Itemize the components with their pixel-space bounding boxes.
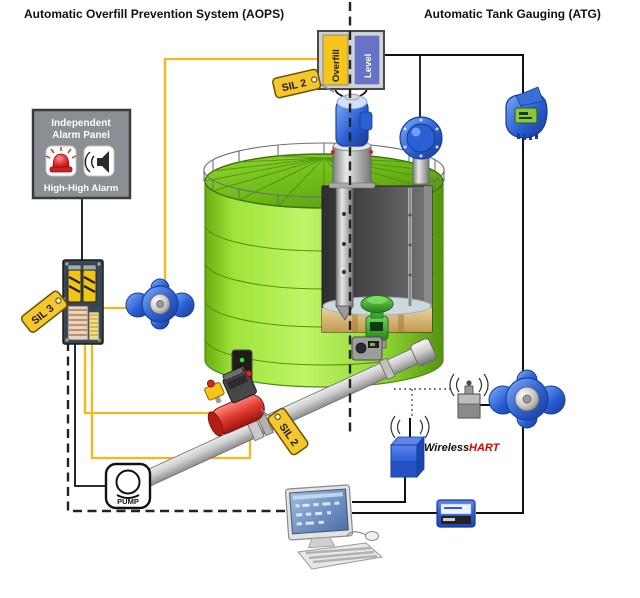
wireless-label-part: Wireless — [424, 442, 469, 454]
led-green — [239, 357, 245, 363]
wireless-adapter — [449, 373, 489, 419]
monitor-stand — [307, 536, 336, 549]
pump-label: PUMP — [117, 497, 139, 506]
pipe-bell-end — [410, 338, 437, 366]
workstation — [284, 484, 384, 570]
aops-title: Automatic Overfill Prevention System (AO… — [24, 7, 284, 21]
wire-solver-to-pump — [74, 342, 107, 487]
horn-icon — [84, 151, 109, 173]
stilling-well — [335, 185, 354, 307]
overfill-indicator — [322, 34, 349, 86]
sil2-gauge-label: SIL 2 — [281, 77, 308, 94]
gauge-chamber — [332, 145, 372, 187]
high-level-sensor — [125, 278, 195, 330]
temperature-display — [514, 107, 538, 124]
siren-icon — [45, 147, 77, 173]
limit-switch-button — [206, 379, 215, 388]
level-indicator — [353, 34, 381, 86]
temperature-transmitter — [505, 86, 548, 140]
atg-title: Automatic Tank Gauging (ATG) — [424, 7, 601, 21]
logic-solver — [62, 259, 104, 345]
limit-switch — [204, 379, 225, 404]
valve-positioner — [351, 336, 383, 361]
wirelesshart-label: Wireless HART — [424, 442, 501, 454]
wire-gateway-to-workstation — [352, 477, 406, 503]
hart-label-part: HART — [469, 442, 501, 454]
alarm-panel-footer: High-High Alarm — [44, 183, 119, 194]
pump-icon — [115, 469, 141, 495]
shutoff-valve — [207, 367, 265, 437]
wirelesshart-gateway — [390, 415, 430, 479]
wire-atg-trunk — [384, 54, 524, 514]
pressure-transmitter-atg — [488, 369, 566, 429]
overfill-label: Overfill — [331, 49, 342, 82]
alarm-panel: Independent Alarm Panel High-High Alarm — [31, 108, 132, 200]
gateway-wireless-waves-icon — [390, 415, 430, 439]
level-label: Level — [363, 54, 374, 78]
wireless-waves-icon — [449, 373, 489, 397]
servo-level-gauge — [328, 93, 376, 189]
adapter-antenna-icon — [466, 380, 472, 386]
pump: PUMP — [104, 462, 152, 510]
alarm-panel-title-line2: Alarm Panel — [52, 130, 110, 141]
monitor — [284, 484, 354, 549]
mouse — [365, 531, 379, 541]
tank-outlet-valve — [351, 295, 394, 361]
alarm-panel-title-line1: Independent — [51, 118, 111, 129]
radar-level-transmitter — [399, 116, 443, 185]
positioner-lens — [355, 342, 367, 354]
sil3-tag-solver: SIL 3 — [20, 290, 68, 333]
keyboard-keys — [305, 546, 378, 564]
wire-solver-to-limit-switch — [83, 342, 216, 415]
wire-overfill-to-sensor — [163, 57, 322, 296]
tank-hub — [436, 499, 476, 528]
wireless-dotted-links — [394, 388, 453, 418]
sil2-tag-gauge: SIL 2 — [272, 68, 335, 99]
monitor-screen — [289, 488, 349, 535]
